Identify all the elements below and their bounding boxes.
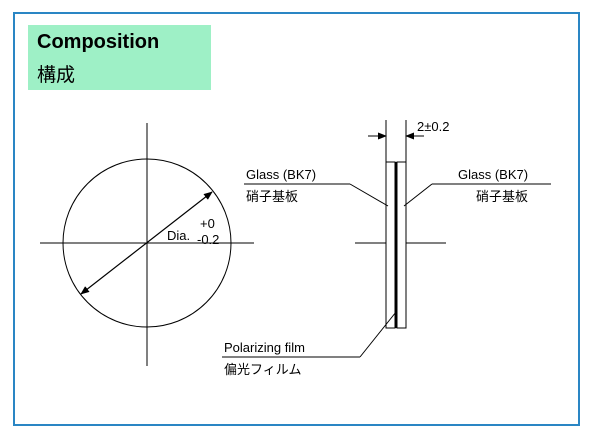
film-leader-diagonal bbox=[359, 311, 397, 358]
left-glass-leader-diagonal bbox=[349, 183, 389, 207]
left-glass-label-ja: 硝子基板 bbox=[246, 190, 298, 205]
diameter-arrow bbox=[80, 191, 213, 295]
title-japanese: 構成 bbox=[37, 65, 76, 86]
side-view: 2±0.2 Glass (BK7) 硝子基板 Glass (BK7) 硝子基板 … bbox=[222, 119, 551, 378]
right-glass-label-ja: 硝子基板 bbox=[476, 190, 528, 205]
glass-outline-circle bbox=[62, 158, 232, 328]
dia-tolerance-minus: -0.2 bbox=[197, 232, 219, 247]
film-label-en: Polarizing film bbox=[224, 340, 305, 355]
left-glass-plate bbox=[385, 161, 396, 329]
right-glass-label-en: Glass (BK7) bbox=[458, 167, 528, 182]
film-label-ja: 偏光フィルム bbox=[224, 363, 301, 378]
right-glass-plate bbox=[396, 161, 407, 329]
right-glass-leader-diagonal bbox=[403, 183, 433, 207]
dia-tolerance-plus: +0 bbox=[200, 216, 215, 231]
left-glass-label-en: Glass (BK7) bbox=[246, 167, 316, 182]
title-box: Composition 構成 bbox=[28, 25, 211, 90]
dia-label: Dia. bbox=[167, 228, 190, 243]
front-view: Dia. +0 -0.2 bbox=[40, 123, 254, 366]
title-english: Composition bbox=[37, 31, 160, 53]
thickness-label: 2±0.2 bbox=[417, 119, 449, 134]
